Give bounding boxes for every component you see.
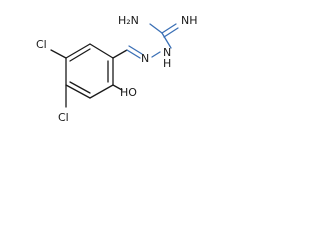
imine-label: NH xyxy=(181,14,198,27)
molecule-diagram: H₂N NH N N H Cl Cl HO xyxy=(0,0,203,148)
cl-bottom-label: Cl xyxy=(58,111,69,124)
ring-double-bond xyxy=(69,48,91,62)
nh-link-n-label: N xyxy=(163,46,171,59)
cn-double-bond xyxy=(126,49,141,59)
ring-bond xyxy=(89,43,114,59)
ch-bond xyxy=(112,49,128,59)
nn-bond xyxy=(151,51,161,58)
molecule-structure: H₂N NH N N H Cl Cl HO xyxy=(36,14,198,124)
ring-bond xyxy=(65,84,91,99)
nh-link-h-label: H xyxy=(163,57,171,70)
c-imine-double-bond xyxy=(163,27,179,38)
n-double-label: N xyxy=(141,52,149,65)
c-amine-bond xyxy=(149,23,163,34)
oh-bond xyxy=(112,84,123,91)
ring-bond xyxy=(65,43,91,59)
oh-label: HO xyxy=(120,86,137,99)
amine-label: H₂N xyxy=(118,14,139,27)
ring-double-bond xyxy=(69,81,91,94)
ring-bond xyxy=(89,84,114,99)
cn-double-bond xyxy=(128,45,143,55)
cl-top-label: Cl xyxy=(36,38,47,51)
nc-bond xyxy=(161,32,172,49)
cl-bond xyxy=(50,49,67,59)
c-imine-double-bond xyxy=(161,23,177,34)
